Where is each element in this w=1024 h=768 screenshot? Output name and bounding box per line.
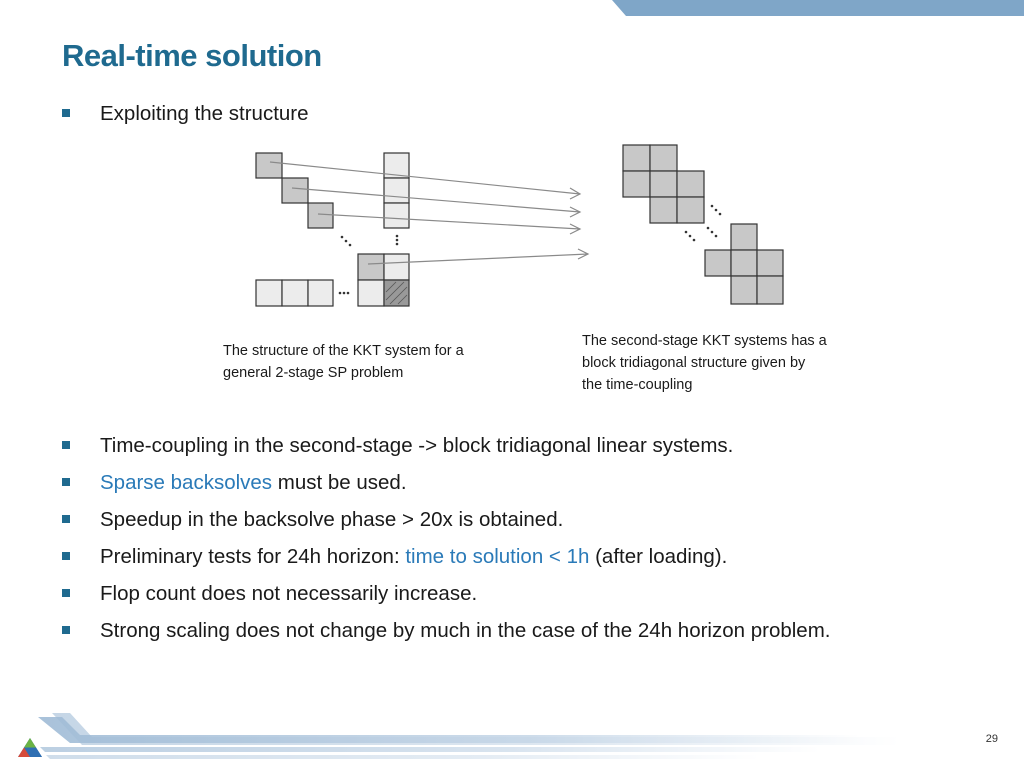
caption-line: general 2-stage SP problem [223, 365, 404, 381]
bullet-text: Time-coupling in the second-stage -> blo… [100, 434, 734, 457]
kkt-structure-diagram [255, 152, 410, 307]
caption-line: block tridiagonal structure given by [582, 355, 806, 371]
kkt-figure [255, 144, 784, 307]
bullet-text: Preliminary tests for 24h horizon: [100, 545, 406, 568]
bullet-text: Flop count does not necessarily increase… [100, 582, 478, 605]
bullet-square-icon [62, 589, 70, 597]
block-tridiagonal-diagram [622, 144, 784, 305]
hatched-block [385, 281, 408, 305]
page-number: 29 [985, 733, 998, 745]
bullet-item: Speedup in the backsolve phase > 20x is … [62, 508, 563, 532]
bullet-square-icon [62, 109, 70, 117]
arrow-right-icon [269, 161, 590, 265]
caption-line: The structure of the KKT system for a [223, 343, 464, 359]
bullet-highlight-text: Sparse backsolves [100, 471, 273, 494]
top-accent-bar [612, 0, 1024, 16]
triangle-logo-icon [18, 738, 42, 757]
bullet-text: Strong scaling does not change by much i… [100, 619, 831, 642]
bullet-item: Sparse backsolves must be used. [62, 471, 407, 495]
bullet-square-icon [62, 515, 70, 523]
slide-title: Real-time solution [62, 38, 322, 73]
bullet-item: Preliminary tests for 24h horizon: time … [62, 545, 727, 569]
bullet-square-icon [62, 552, 70, 560]
bullet-item: Exploiting the structure [62, 102, 309, 126]
bullet-text: Exploiting the structure [100, 102, 309, 125]
bullet-item: Flop count does not necessarily increase… [62, 582, 477, 606]
bullet-square-icon [62, 441, 70, 449]
bullet-text: must be used. [272, 471, 407, 494]
bullet-text: (after loading). [589, 545, 728, 568]
left-figure-caption: The structure of the KKT system for a ge… [223, 340, 464, 384]
caption-line: The second-stage KKT systems has a [582, 333, 827, 349]
bullet-square-icon [62, 478, 70, 486]
bullet-square-icon [62, 626, 70, 634]
bullet-text: Speedup in the backsolve phase > 20x is … [100, 508, 564, 531]
right-figure-caption: The second-stage KKT systems has a block… [582, 330, 827, 396]
bullet-item: Time-coupling in the second-stage -> blo… [62, 434, 733, 458]
bullet-highlight-text: time to solution < 1h [405, 545, 590, 568]
bullet-item: Strong scaling does not change by much i… [62, 619, 830, 643]
footer-band [18, 713, 900, 759]
ellipsis-dots [338, 204, 722, 295]
caption-line: the time-coupling [582, 377, 693, 393]
